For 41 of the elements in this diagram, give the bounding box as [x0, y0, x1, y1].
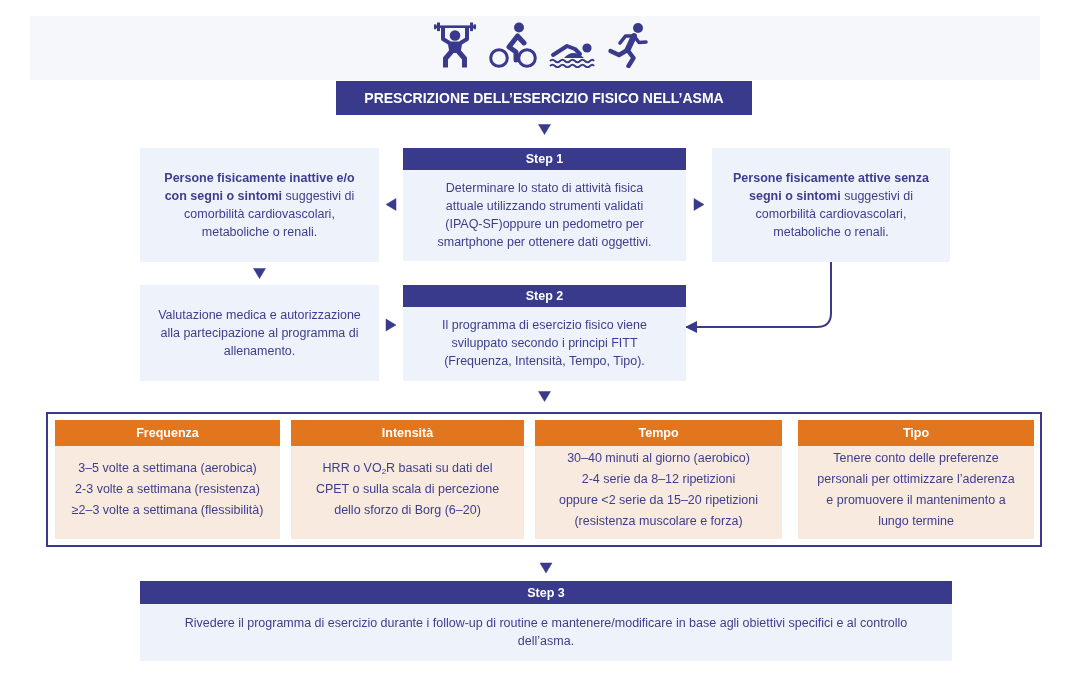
card-header: Intensità [291, 420, 524, 446]
card-text: oppure <2 serie da 15–20 ripetizioni [558, 492, 759, 509]
step-text: Rivedere il programma di esercizio durante i follow-up di routine e mantenere/modificare in base agli obiettivi specifici e al controllo dell’asma. [183, 614, 909, 650]
step-box [403, 285, 686, 381]
arrow [385, 198, 397, 211]
card-header: Tipo [798, 420, 1034, 446]
card-header: Frequenza [55, 420, 280, 446]
step-text: Il programma di esercizio fisico viene sviluppato secondo i principi FITT (Frequenza, Intensità, Tempo, Tipo). [441, 317, 648, 370]
box-text: Persone fisicamente inattive e/o con segni o sintomi suggestivi di comorbilità cardiovascolari, metaboliche o renali. [163, 170, 356, 241]
arrow [685, 261, 832, 333]
fitt-card [798, 420, 1034, 539]
step-text: Determinare lo stato di attività fisica attuale utilizzando strumenti validati (IPAQ-SF)oppure un pedometro per smartphone per ottenere dati oggettivi. [436, 179, 653, 251]
card-text: 2-4 serie da 8–12 ripetizioni [581, 471, 736, 488]
arrow [538, 124, 551, 135]
card-header: Tempo [535, 420, 782, 446]
card-text: Tenere conto delle preferenze personali per ottimizzare l’aderenza e promuovere il mantenimento a lungo termine [816, 450, 1016, 530]
fitt-card [55, 420, 280, 539]
info-box [712, 148, 950, 262]
arrow [385, 318, 397, 332]
step-box [403, 148, 686, 261]
title-banner [336, 81, 752, 115]
step-box [140, 581, 952, 661]
card-text: 3–5 volte a settimana (aerobica) [78, 460, 257, 477]
arrow [693, 198, 705, 211]
fitt-card [535, 420, 782, 539]
box-text: Valutazione medica e autorizzazione alla partecipazione al programma di allenamento. [157, 307, 362, 360]
card-text: ≥2–3 volte a settimana (flessibilità) [71, 502, 264, 519]
box-text: Persone fisicamente attive senza segni o sintomi suggestivi di comorbilità cardiovascolari, metaboliche o renali. [732, 170, 930, 241]
arrow [539, 562, 553, 574]
arrow [253, 268, 266, 279]
fitt-card [291, 420, 524, 539]
step-header: Step 3 [140, 581, 952, 604]
card-text: 2-3 volte a settimana (resistenza) [75, 481, 260, 498]
card-text: (resistenza muscolare e forza) [574, 513, 743, 530]
title-text: PRESCRIZIONE DELL’ESERCIZIO FISICO NELL’ASMA [364, 90, 724, 106]
step-header: Step 2 [403, 285, 686, 307]
card-text: 30–40 minuti al giorno (aerobico) [567, 450, 750, 467]
card-text: HRR o VO$_{2}$R basati su dati del CPET o sulla scala di percezione dello sforzo di Borg (6–20) [314, 460, 501, 519]
group-frame [46, 412, 1042, 547]
step-header: Step 1 [403, 148, 686, 170]
arrow [538, 391, 551, 402]
